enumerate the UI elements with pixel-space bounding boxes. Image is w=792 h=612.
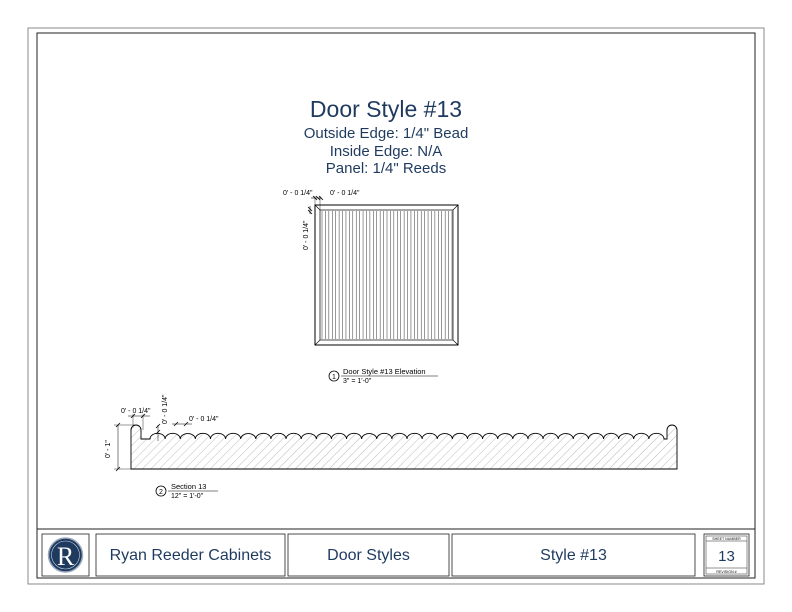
inner-border [36, 32, 756, 579]
logo [47, 537, 84, 573]
section-dim-height: 0' - 1" [105, 440, 112, 458]
section-callout-title: Section 13 [171, 482, 206, 491]
elevation-callout-scale: 3" = 1'-0" [343, 378, 372, 385]
section-dim-top-mid: 0' - 0 1/4" [189, 416, 219, 423]
door-section [130, 424, 678, 470]
door-elevation [314, 204, 459, 346]
drawing-category: Door Styles [327, 547, 410, 564]
door-outer-edge [314, 204, 459, 346]
spec-inside-edge: Inside Edge: N/A [330, 143, 443, 160]
section-callout-number: 2 [159, 489, 163, 496]
logo-letter: R [57, 542, 75, 571]
drawing-style: Style #13 [540, 547, 607, 564]
section-dim-vertical-small: 0' - 0 1/4" [162, 394, 169, 424]
sheet-number: 13 [718, 548, 735, 565]
elevation-dim-top-right: 0' - 0 1/4" [330, 190, 360, 197]
section-outline [130, 424, 678, 470]
elevation-callout-title: Door Style #13 Elevation [343, 367, 426, 376]
sheet-number-label: SHEET NUMBER [712, 537, 741, 541]
elevation-callout-number: 1 [332, 374, 336, 381]
outer-border [27, 27, 765, 585]
spec-panel: Panel: 1/4" Reeds [326, 160, 446, 177]
elevation-dim-top-left: 0' - 0 1/4" [283, 190, 313, 197]
elevation-dimensions: 0' - 0 1/4" 0' - 0 1/4" 0' - 0 1/4" [283, 190, 360, 250]
section-callout-scale: 12" = 1'-0" [171, 493, 204, 500]
door-inner-edge [319, 209, 454, 341]
section-callout: 2 Section 13 12" = 1'-0" [155, 482, 218, 500]
revision-label: REVISION # [716, 570, 736, 574]
elevation-callout: 1 Door Style #13 Elevation 3" = 1'-0" [328, 367, 438, 385]
section-dimensions: 0' - 0 1/4" 0' - 0 1/4" 0' - 0 1/4" 0' -… [105, 394, 219, 472]
company-name: Ryan Reeder Cabinets [110, 547, 272, 564]
section-dim-top-left: 0' - 0 1/4" [121, 408, 151, 415]
elevation-dim-left: 0' - 0 1/4" [303, 220, 310, 250]
page-title: Door Style #13 [310, 96, 462, 122]
title-block: R Ryan Reeder Cabinets Door Styles Style… [37, 528, 755, 577]
panel-reeds [321, 211, 453, 339]
spec-outside-edge: Outside Edge: 1/4" Bead [304, 125, 469, 142]
